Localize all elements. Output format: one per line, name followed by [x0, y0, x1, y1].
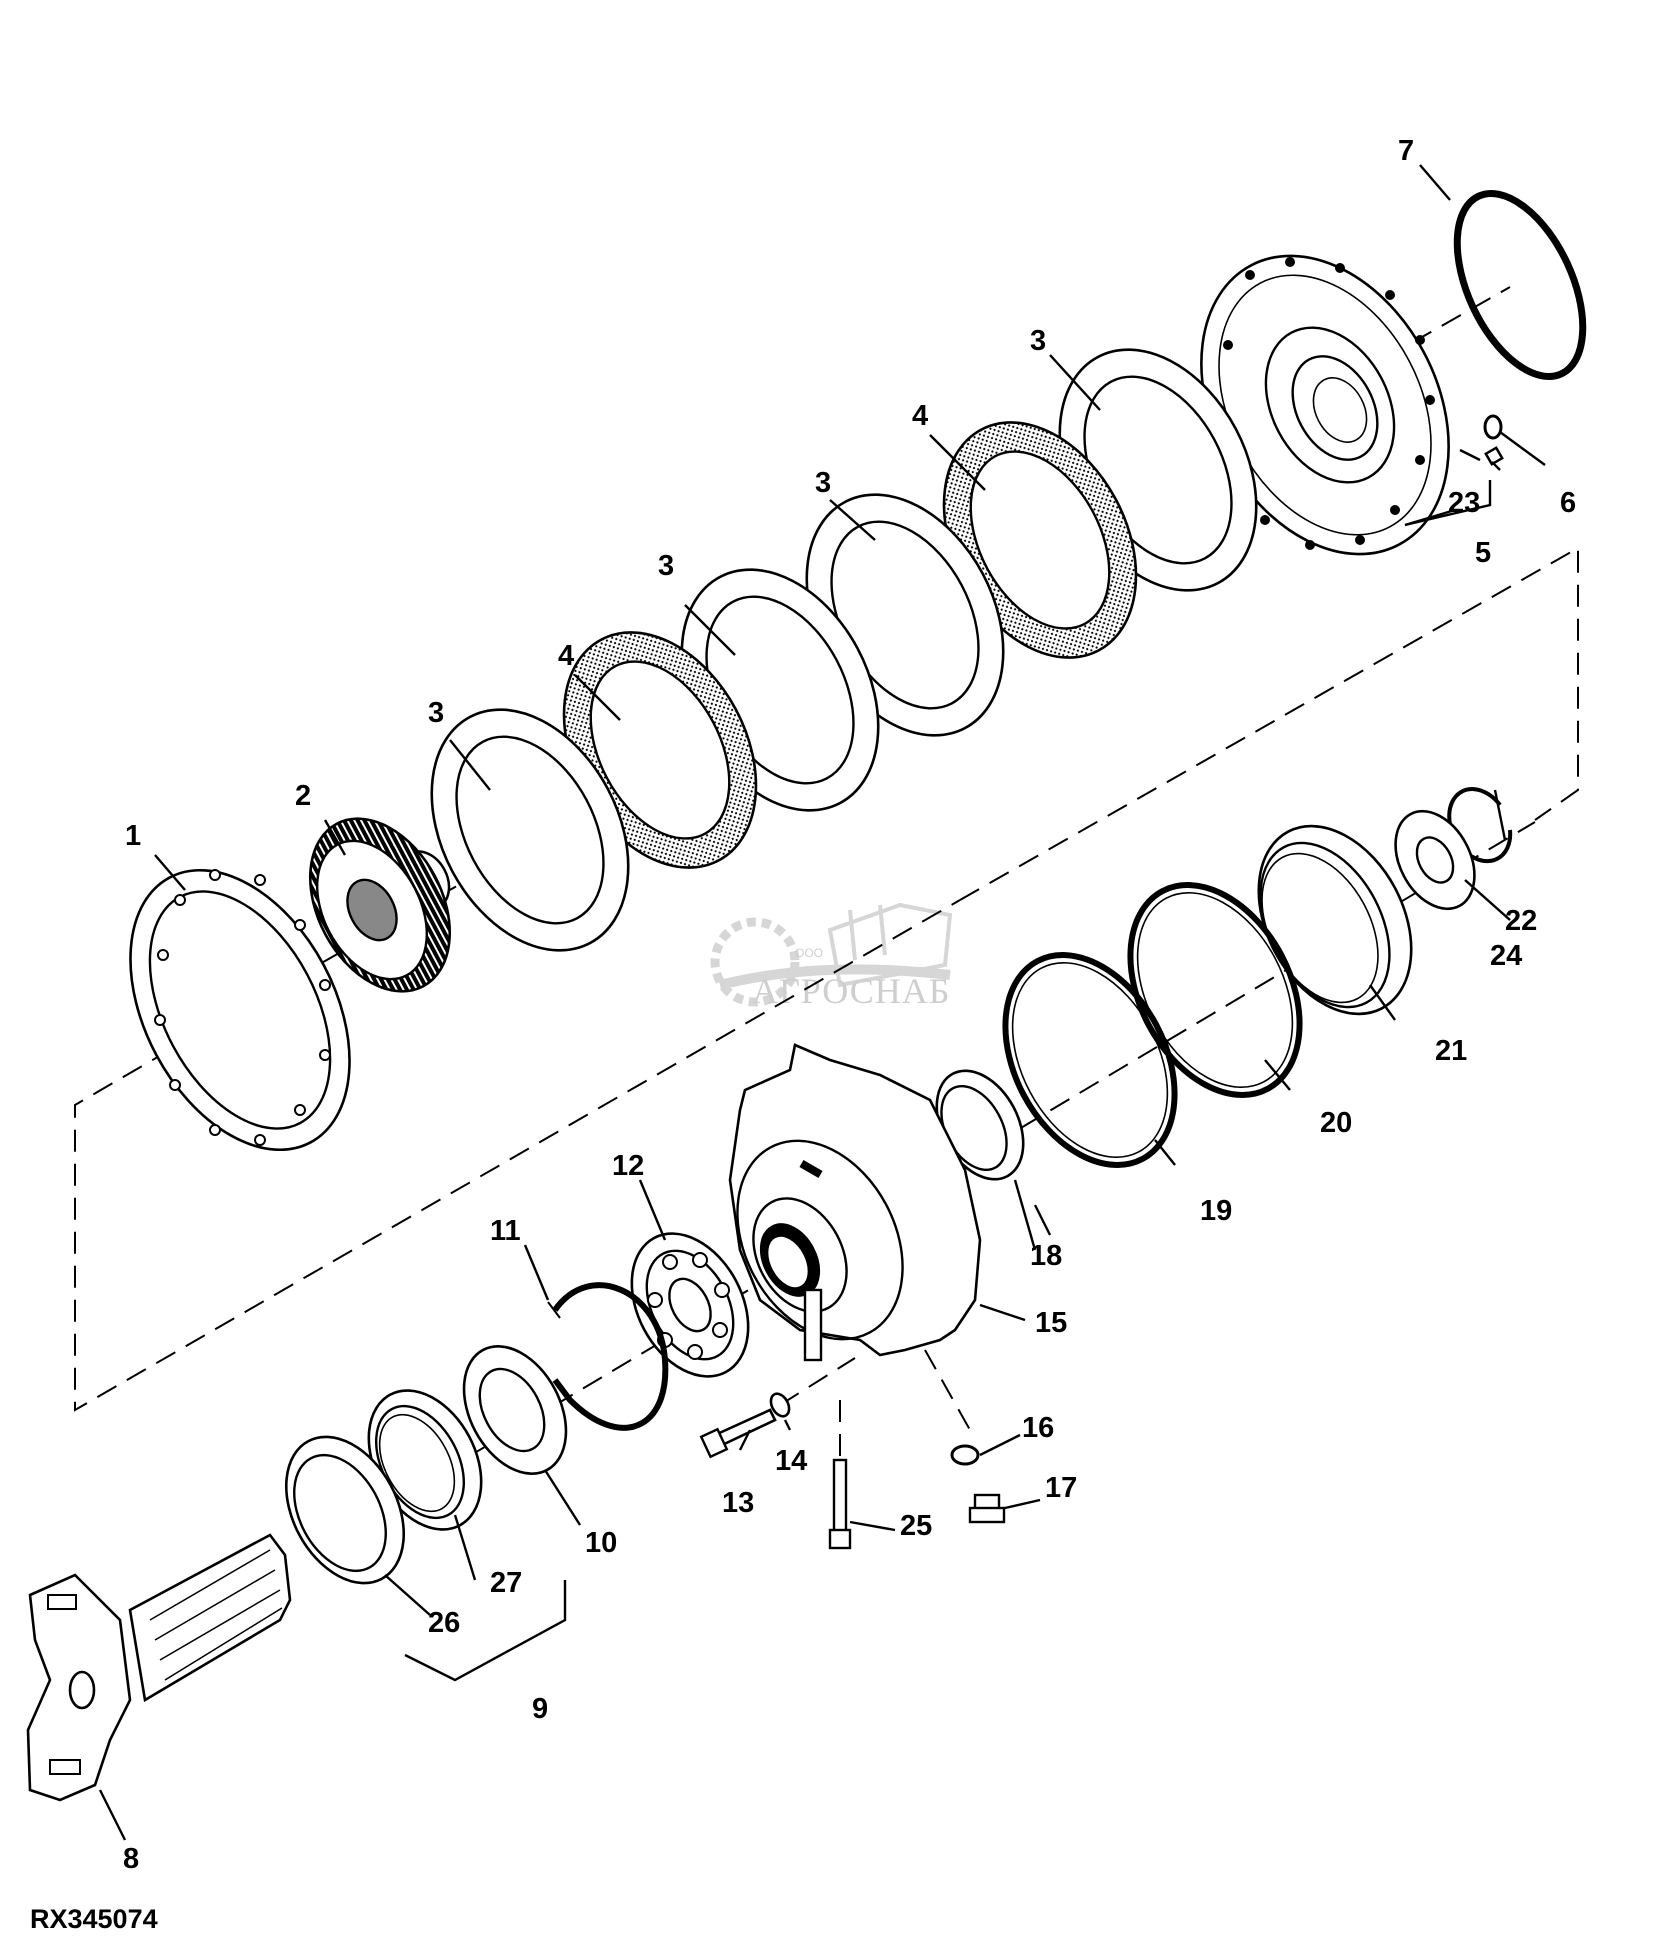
callout-labels: 7 3 4 3 3 4 3 2 1 6 23 5 22 24 21 20 19 …	[30, 135, 1576, 1934]
housing-cover-5	[1200, 254, 1450, 556]
snap-ring-11	[547, 1282, 669, 1431]
callout-19: 19	[1200, 1195, 1232, 1227]
bolt-13	[699, 1408, 777, 1459]
callout-16: 16	[1022, 1412, 1054, 1444]
callout-6: 6	[1560, 487, 1576, 519]
leader-lines	[98, 164, 1546, 1841]
callout-3c: 3	[658, 550, 674, 582]
ring-plate-1	[129, 868, 351, 1152]
callout-9: 9	[532, 1693, 548, 1725]
o-ring-7	[1453, 190, 1587, 380]
callout-21: 21	[1435, 1035, 1467, 1067]
callout-1: 1	[125, 820, 141, 852]
snap-ring-6	[1483, 414, 1503, 440]
callout-11: 11	[490, 1215, 521, 1247]
callout-4b: 4	[912, 400, 928, 432]
callout-26: 26	[428, 1607, 460, 1639]
callout-2: 2	[295, 780, 311, 812]
callout-10: 10	[585, 1527, 617, 1559]
separator-plate-3a	[430, 708, 630, 952]
gear-hub-2	[308, 817, 452, 993]
seal-21	[1257, 824, 1413, 1016]
callout-20: 20	[1320, 1107, 1352, 1139]
watermark-prefix: ООО	[795, 946, 823, 960]
washer-14	[769, 1392, 791, 1418]
callout-15: 15	[1035, 1307, 1067, 1339]
callout-3d: 3	[815, 467, 831, 499]
watermark: ООО АГРОСНАБ	[710, 902, 953, 1011]
callout-25: 25	[900, 1510, 932, 1542]
watermark-brand: АГРОСНАБ	[752, 971, 950, 1011]
callout-18: 18	[1030, 1240, 1062, 1272]
callout-13: 13	[722, 1487, 754, 1519]
callout-22: 22	[1505, 905, 1537, 937]
callout-8: 8	[123, 1843, 139, 1875]
o-ring-16	[950, 1444, 980, 1466]
washer-24	[1394, 809, 1476, 911]
callout-12: 12	[612, 1150, 644, 1182]
flange-shaft-8	[26, 1533, 292, 1802]
washer-10	[462, 1345, 568, 1475]
plug-17	[968, 1493, 1006, 1524]
housing-15	[728, 1043, 982, 1362]
seal-ring-19	[1002, 952, 1178, 1168]
callout-17: 17	[1045, 1472, 1077, 1504]
callout-3a: 3	[428, 697, 444, 729]
callout-7: 7	[1398, 135, 1414, 167]
callout-14: 14	[775, 1445, 807, 1477]
fitting-23	[1484, 446, 1504, 466]
callout-27: 27	[490, 1567, 522, 1599]
callout-24: 24	[1490, 940, 1522, 972]
callout-4a: 4	[558, 640, 574, 672]
callout-3e: 3	[1030, 325, 1046, 357]
callout-5: 5	[1475, 537, 1491, 569]
figure-code: RX345074	[30, 1904, 158, 1934]
seal-26	[284, 1435, 406, 1585]
callout-23: 23	[1448, 487, 1480, 519]
bolt-25	[828, 1458, 852, 1550]
